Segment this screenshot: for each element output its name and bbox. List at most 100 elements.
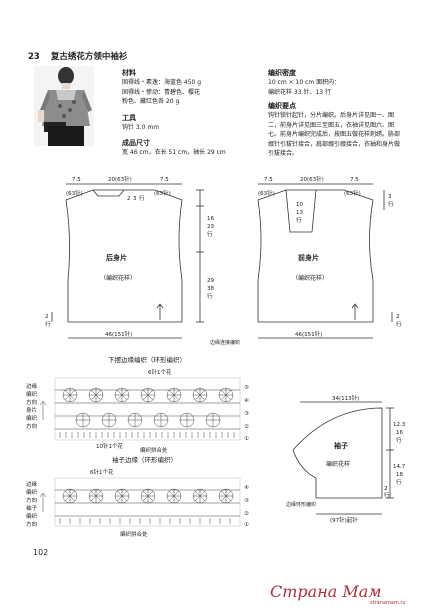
front-bottom: 46(151针) [295, 330, 322, 338]
hem-motif: 6针1个花 [148, 368, 172, 376]
sleeve-top: 34(113针) [332, 394, 359, 402]
sleeve-right-b: 18 [396, 472, 403, 478]
cuff-motif: 6针1个花 [90, 468, 114, 476]
back-hem-dim: 2 [45, 314, 49, 320]
back-dim-b: 行 [207, 292, 213, 300]
front-pattern: （编织花样） [292, 274, 328, 282]
cuff-row-mark: ① [244, 522, 249, 528]
size-line: 宽 46 cm，衣长 51 cm，袖长 29 cm [122, 149, 226, 156]
front-label: 前身片 [298, 253, 319, 262]
front-hem-dim: 行 [396, 320, 402, 328]
gauge-line: 编织花样 33 针、13 行 [268, 88, 331, 96]
back-neck-dim: 3 [133, 196, 137, 202]
cuff-chart-title: 袖子边缘（环形编织） [112, 455, 177, 464]
hem-chart-title: 下摆边缘编织（环形编织） [108, 355, 186, 364]
sleeve-hem-dim: 行 [384, 491, 390, 499]
back-bottom: 46(151针) [105, 330, 132, 338]
back-top-left-st: (63针) [66, 189, 83, 197]
back-dim-b: 29 [207, 278, 214, 284]
front-edge-note: 边缘连接编织 [210, 339, 240, 346]
back-top-mid: 20(63针) [108, 175, 132, 183]
back-dim-b: 38 [207, 286, 214, 292]
back-label: 后身片 [106, 253, 127, 262]
hem-row-mark: ① [244, 436, 249, 442]
cuff-direction: 编织 [26, 488, 38, 496]
page-number: 102 [33, 548, 49, 557]
hem-direction: 编织 [26, 390, 38, 398]
hem-stitch-chart [39, 377, 241, 441]
sleeve-right-b: 14.7 [393, 464, 406, 470]
cuff-sleeve-direction: 方向 [26, 520, 37, 528]
front-right-dim: 3 [388, 194, 392, 200]
materials-list: 固得线・素逸：海蓝色 450 g 固得线・惨动：青碧色、樱花 粉色、藏红色各 2… [122, 78, 201, 107]
sleeve-edge-note: 边缘环形编织 [286, 501, 316, 508]
back-piece-outline [65, 189, 183, 323]
sleeve-label: 袖子 [333, 441, 348, 450]
materials-line: 固得线・惨动：青碧色、樱花 [122, 88, 201, 96]
cuff-row-mark: ④ [244, 485, 249, 491]
cuff-row-mark: ③ [244, 498, 249, 504]
back-dim-a: 行 [207, 230, 213, 238]
front-piece-outline [257, 189, 374, 323]
hem-direction: 方向 [26, 398, 37, 406]
sleeve-right-a: 16 [396, 430, 403, 436]
cuff-sleeve-direction: 编织 [26, 512, 38, 520]
watermark: Страна Мам [270, 582, 382, 601]
materials-line: 固得线・素逸：海蓝色 450 g [122, 79, 202, 86]
sleeve-right-a: 行 [396, 436, 402, 444]
watermark-url: stranamam.ru [370, 600, 406, 606]
front-neck-dim: 13 [296, 210, 303, 216]
cuff-sleeve-direction: 袖子 [26, 504, 38, 512]
front-right-dim: 行 [388, 200, 394, 208]
hem-direction: 边缘 [26, 382, 38, 390]
sleeve-right-b: 行 [396, 478, 402, 486]
pattern-number: 23 [28, 52, 40, 62]
cuff-row-mark: ② [244, 510, 249, 517]
hem-row-mark: ③ [244, 411, 249, 417]
gauge-heading: 编织密度 [268, 69, 296, 77]
points-text: 钩针锁针起针，分片编织。后身片详见图一、图二，前身片详见图三至图五，衣袖详见图六… [268, 112, 401, 157]
points-heading: 编织要点 [268, 102, 296, 110]
front-top-mid: 20(63针) [300, 175, 324, 183]
size-heading: 成品尺寸 [122, 139, 150, 147]
hem-note2: 编织拼合处 [140, 446, 168, 454]
back-neck-dim: 2 [127, 196, 131, 202]
back-top-left: 7.5 [72, 177, 81, 183]
back-dim-a: 16 [207, 216, 214, 222]
materials-line: 粉色、藏红色各 20 g [122, 98, 180, 105]
front-neck-dim: 10 [296, 202, 303, 208]
hem-row-mark: ⑤ [244, 385, 249, 391]
gauge-line: 10 cm × 10 cm 面积内： [268, 79, 341, 86]
model-photo [34, 66, 94, 146]
front-top-left-st: (63针) [258, 189, 275, 197]
back-neck-dim: 行 [139, 194, 145, 202]
hem-body-direction: 方向 [26, 422, 37, 430]
back-hem-dim: 行 [45, 320, 51, 328]
hem-body-direction: 身片 [26, 406, 37, 414]
back-dim-a: 23 [207, 224, 214, 230]
sleeve-bottom: (97针)起针 [330, 516, 358, 524]
cuff-note: 编织拼合处 [120, 530, 148, 538]
gauge-list: 10 cm × 10 cm 面积内： 编织花样 33 针、13 行 [268, 78, 340, 97]
hem-note1: 10针1个花 [96, 442, 123, 450]
front-neck-dim: 行 [296, 216, 302, 224]
front-top-left: 7.5 [264, 177, 273, 183]
back-top-right: 7.5 [160, 177, 169, 183]
materials-heading: 材料 [122, 69, 136, 77]
pattern-title: 复古绣花方领中袖衫 [50, 52, 128, 62]
hem-body-direction: 编织 [26, 414, 38, 422]
front-top-right: 7.5 [350, 177, 359, 183]
front-top-right-st: (63针) [344, 189, 361, 197]
sleeve-pattern: 编织花样 [326, 460, 350, 468]
hem-row-mark: ④ [244, 398, 249, 404]
front-hem-dim: 2 [396, 314, 400, 320]
back-top-right-st: (63针) [154, 189, 171, 197]
hem-row-mark: ② [244, 423, 249, 430]
sleeve-right-a: 12.3 [393, 422, 406, 428]
cuff-direction: 方向 [26, 496, 37, 504]
tools-line: 钩针 3.0 mm [122, 124, 160, 131]
page-title: 23 复古绣花方领中袖衫 [28, 50, 127, 62]
cuff-stitch-chart [39, 477, 241, 527]
sleeve-hem-dim: 2 [384, 486, 388, 492]
